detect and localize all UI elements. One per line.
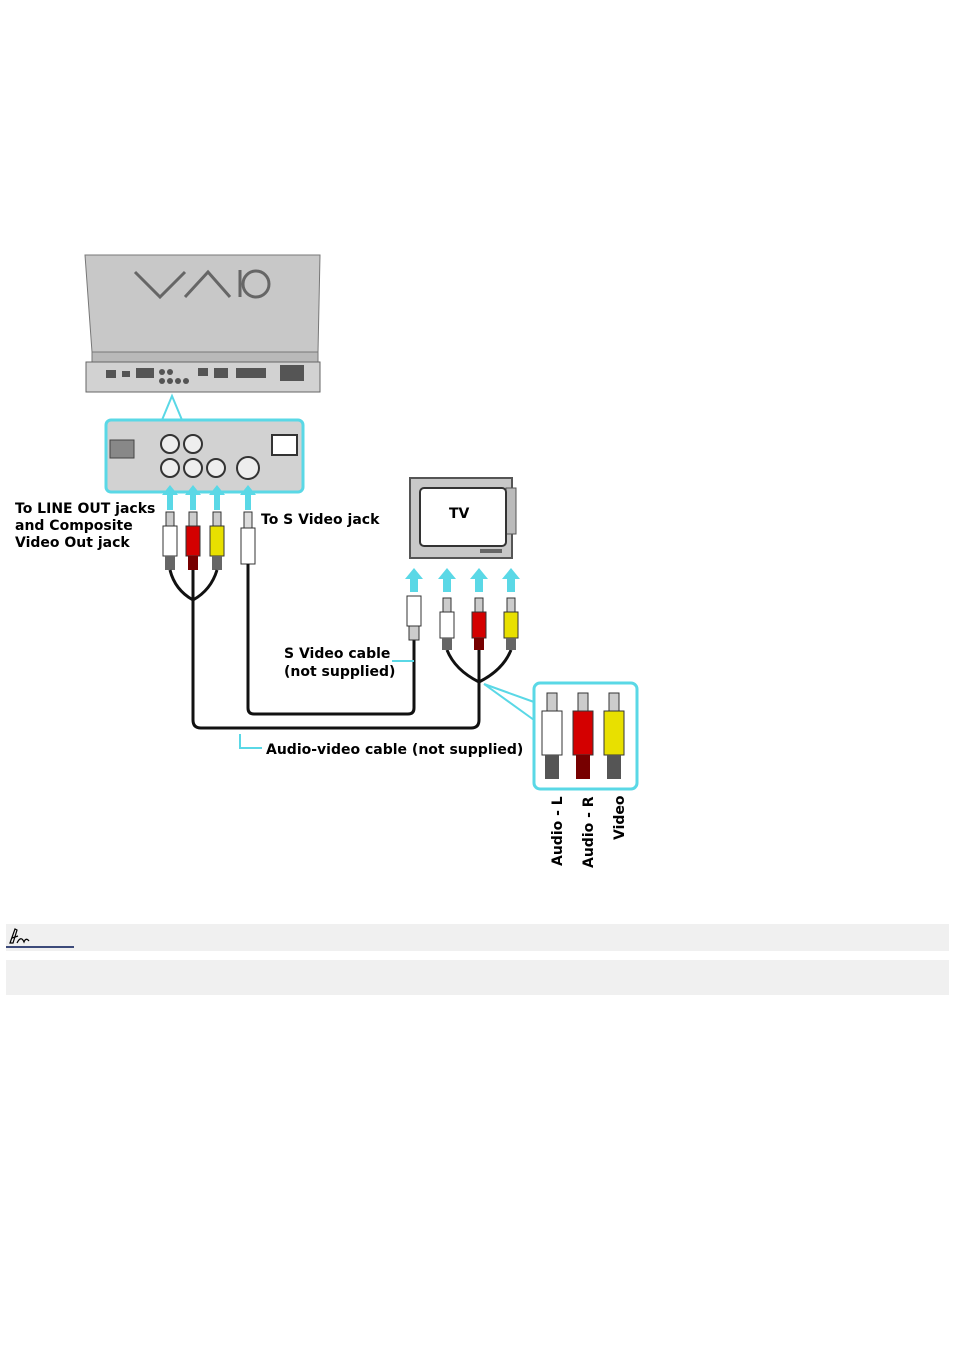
label-tv: TV <box>449 506 470 522</box>
label-s-video-cable-2: (not supplied) <box>284 664 395 680</box>
label-av-cable: Audio-video cable (not supplied) <box>266 742 523 758</box>
tv-port-arrows <box>405 568 520 592</box>
up-arrow-icon <box>438 568 456 592</box>
label-line-out-3: Video Out jack <box>15 535 130 551</box>
audio-left-plug-tv <box>440 598 454 650</box>
laptop <box>85 255 320 392</box>
audio-left-plug <box>163 512 177 570</box>
up-arrow-icon <box>470 568 488 592</box>
port-zoom-callout <box>106 396 303 492</box>
label-audio-l: Audio - L <box>550 796 566 866</box>
note-body <box>6 960 949 995</box>
laptop-side-plugs <box>163 512 255 570</box>
up-arrow-icon <box>405 568 423 592</box>
label-s-video-cable-1: S Video cable <box>284 646 390 662</box>
label-line-out-2: and Composite <box>15 518 133 534</box>
plug-legend-callout <box>534 683 637 789</box>
video-plug-tv <box>504 598 518 650</box>
note-header <box>6 924 949 951</box>
s-video-plug <box>241 512 255 564</box>
up-arrow-icon <box>502 568 520 592</box>
label-audio-r: Audio - R <box>581 796 597 868</box>
video-plug <box>210 512 224 570</box>
label-s-video-jack: To S Video jack <box>261 512 380 528</box>
audio-right-plug <box>186 512 200 570</box>
label-video: Video <box>612 795 628 840</box>
note-pencil-icon <box>8 926 30 946</box>
s-video-plug-tv <box>407 596 421 640</box>
audio-right-plug-tv <box>472 598 486 650</box>
label-line-out-1: To LINE OUT jacks <box>15 501 155 517</box>
tv-side-plugs <box>407 596 518 650</box>
note-underline <box>6 946 74 948</box>
